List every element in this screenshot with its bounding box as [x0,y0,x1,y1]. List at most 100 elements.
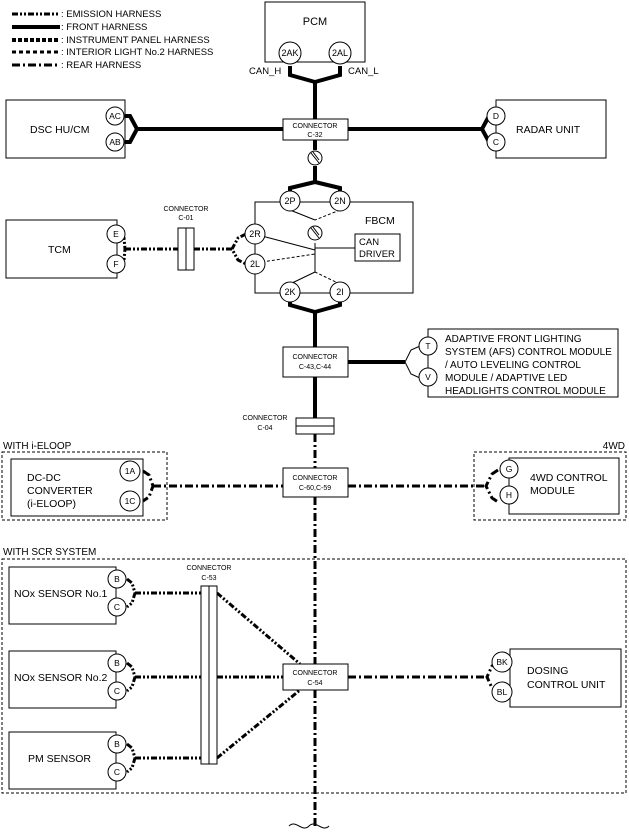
nox-sensor-1-pin-b-label: B [114,574,120,584]
afs-line-3: / AUTO LEVELING CONTROL [445,360,581,371]
fbcm-pin-2l-label: 2L [250,259,260,269]
ieloop-line-3: (i-ELOOP) [27,498,76,510]
continuation-break-mark [288,823,330,829]
4wd-module: 4WD CONTROL MODULE G H [499,457,620,515]
nox-sensor-2: NOx SENSOR No.2 B C [8,650,127,709]
connector-c54-box [282,663,349,691]
dosing-box [509,648,622,708]
radar-module: RADAR UNIT D C [486,99,607,159]
afs-box [427,328,619,398]
twisted-pair-icon [307,150,323,166]
pm-sensor: PM SENSOR B C [8,731,127,790]
fbcm-int-2l [261,253,316,263]
can-l-label: CAN_L [348,66,379,77]
connector-c53-id: C-53 [201,575,216,582]
ieloop-pin-fork [142,469,155,503]
nox-sensor-2-label: NOx SENSOR No.2 [14,672,108,684]
legend-interior-text: : INTERIOR LIGHT No.2 HARNESS [61,47,213,58]
fbcm-module: FBCM 2P 2N 2R 2L 2K 2I CAN DRIVER [244,190,414,303]
pcm-pin-2ak-label: 2AK [281,48,298,58]
ieloop-line-1: DC-DC [27,472,61,484]
connector-c43-title: CONNECTOR [293,354,338,361]
nox-sensor-1-box [8,566,117,625]
connector-c43-box [282,346,349,378]
twisted-pair-stroke-2 [312,151,320,161]
tcm-module: TCM E F [5,219,126,279]
pcm-pin-2al-label: 2AL [332,48,348,58]
connector-c53-title: CONNECTOR [187,565,232,572]
c53-c54-upper-wire [216,591,301,666]
4wd-pin-fork [484,468,499,504]
legend-front-text: : FRONT HARNESS [61,22,147,33]
pm-sensor-label: PM SENSOR [28,753,91,765]
connector-c32-box [282,118,349,141]
can-driver-box [354,233,401,262]
radar-label: RADAR UNIT [516,124,581,136]
dsc-box [5,99,126,159]
dsc-pin-fork [125,114,140,144]
connector-c01-title: CONNECTOR [164,206,209,213]
radar-pin-d-label: D [493,111,499,121]
fbcm-pin-2k-label: 2K [284,287,295,297]
connector-c01: CONNECTOR C-01 [164,206,209,271]
nox-sensor-1-label: NOx SENSOR No.1 [14,588,108,600]
dosing-pin-bk-label: BK [496,657,508,667]
4wd-line-2: MODULE [530,485,575,497]
ieloop-line-2: CONVERTER [27,485,93,497]
afs-pin-fork [404,345,421,379]
ieloop-group-box [1,451,168,521]
fbcm-pin-2l [244,253,266,275]
dsc-label: DSC HU/CM [30,124,90,136]
can-driver-line2: DRIVER [359,249,395,260]
dsc-pin-ab [105,132,125,152]
pcm-label: PCM [303,16,327,28]
ieloop-group-label: WITH i-ELOOP [3,441,72,452]
legend: : EMISSION HARNESS : FRONT HARNESS : INS… [12,9,213,71]
pm-sensor-pin-c-label: C [114,767,120,777]
nox-sensor-2-box [8,650,117,709]
connector-c43-id: C-43,C-44 [299,364,331,371]
fbcm-pin-2n-label: 2N [334,196,346,206]
connector-c32-title: CONNECTOR [293,123,338,130]
fbcm-pin-2i [329,281,351,303]
connector-c04-title: CONNECTOR [243,415,288,422]
fbcm-pin-2k [279,281,301,303]
nox2-pin-fork [126,661,137,693]
fbcm-pin-2r [244,223,266,245]
radar-box [495,99,607,159]
afs-pin-v-label: V [425,372,431,382]
connector-c04: CONNECTOR C-04 [243,415,335,435]
fbcm-pin-2p-label: 2P [284,196,295,206]
dosing-pin-bl-label: BL [497,687,508,697]
tcm-pin-e [106,224,126,244]
connector-c60: CONNECTOR C-60,C-59 [282,467,349,498]
pm-sensor-pin-b [107,734,127,754]
afs-line-4: MODULE / ADAPTIVE LED [445,373,567,384]
dsc-module: DSC HU/CM AC AB [5,99,126,159]
connector-c54-id: C-54 [307,680,322,687]
pm-pin-fork [126,742,137,774]
can-h-label: CAN_H [249,66,281,77]
can-driver-line1: CAN [359,237,379,248]
ieloop-pin-1c-label: 1C [125,496,136,506]
dosing-module: DOSING CONTROL UNIT BK BL [491,648,622,708]
ieloop-pin-1a [119,460,141,482]
pcm-pin-2al [328,41,352,65]
tcm-pin-f [106,254,126,274]
nox1-pin-fork [126,577,137,609]
ieloop-pin-1a-label: 1A [125,466,136,476]
c53-c54-lower-wire [216,688,301,760]
connector-c60-id: C-60,C-59 [299,485,331,492]
4wd-pin-h-label: H [506,490,512,500]
connector-c54: CONNECTOR C-54 [282,663,349,691]
fbcm-pin-2p [279,190,301,212]
tcm-label: TCM [48,244,71,256]
dsc-pin-ac-label: AC [109,111,121,121]
fbcm-int-2p [289,209,316,221]
nox-sensor-2-pin-c-label: C [114,686,120,696]
connector-c04-id: C-04 [257,425,272,432]
pm-sensor-box [8,731,117,790]
4wd-pin-h [499,485,519,505]
afs-pin-v [418,367,438,387]
